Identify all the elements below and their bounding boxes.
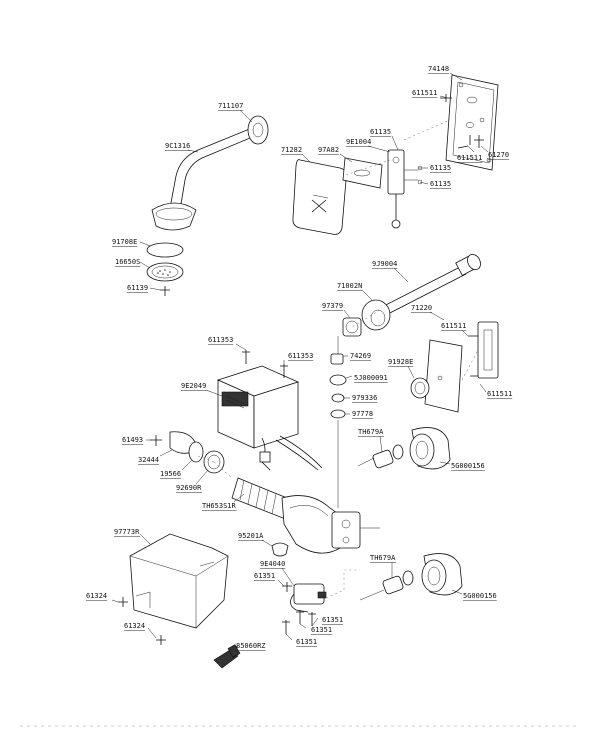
part-label: 611353 [208, 336, 233, 344]
part-label: 61135 [430, 164, 451, 172]
bracket-drawing [468, 321, 499, 379]
part-label: 74148 [428, 65, 449, 73]
part-label: 71220 [411, 304, 432, 312]
part-label: 5G000156 [451, 462, 485, 470]
part-label: 16650S [115, 258, 140, 266]
escutcheon-drawing [361, 299, 391, 331]
part-label: 91928E [388, 358, 413, 366]
part-label: 9E1004 [346, 138, 371, 146]
part-label: 61493 [122, 436, 143, 444]
part-label: 61351 [322, 616, 343, 624]
clip-drawing [271, 542, 289, 557]
part-label: 9C1316 [165, 142, 190, 150]
cover-screws-drawing [118, 597, 166, 645]
part-label: 19566 [160, 470, 181, 478]
cover-box-drawing [129, 533, 229, 629]
part-label: TH679A [370, 554, 396, 562]
box-screws-drawing [242, 350, 288, 378]
part-label: 97773R [114, 528, 140, 536]
pipe-drawing [379, 253, 481, 317]
part-label: 611511 [487, 390, 512, 398]
part-label: 61135 [430, 180, 451, 188]
part-label: 611353 [288, 352, 313, 360]
key-drawing [213, 644, 241, 669]
valve-plate-drawing [410, 339, 463, 413]
part-label: 61351 [311, 626, 332, 634]
part-label: 95201A [238, 532, 264, 540]
part-label: 91708E [112, 238, 137, 246]
part-label: 979336 [352, 394, 377, 402]
assembly-lines-drawing [197, 119, 479, 479]
valve-assembly-drawing [387, 149, 423, 229]
sensor-block-drawing [290, 569, 360, 613]
part-label: 97379 [322, 302, 343, 310]
part-label: 61351 [296, 638, 317, 646]
part-label: 92690R [176, 484, 202, 492]
part-label: 61324 [86, 592, 107, 600]
part-label: 9E2049 [181, 382, 206, 390]
part-label: 97778 [352, 410, 373, 418]
part-label: 711107 [218, 102, 243, 110]
part-label: TH653S1R [202, 502, 237, 510]
part-label: 71282 [281, 146, 302, 154]
part-label: 61270 [488, 151, 509, 159]
part-label: 85060RZ [236, 642, 266, 650]
part-label: 71002N [337, 282, 362, 290]
part-label: 32444 [138, 456, 159, 464]
nut-drawing [342, 317, 362, 337]
part-label: 74269 [350, 352, 371, 360]
callout-labels: 74148 611511 711107 9C1316 61135 71282 9… [86, 65, 513, 651]
screws-top-drawing [440, 94, 484, 149]
gasket-drawing [342, 157, 383, 189]
cover-plate-drawing [292, 159, 347, 235]
fittings-drawing [329, 336, 347, 508]
part-label: 611511 [441, 322, 466, 330]
check-valve-lower-drawing [359, 553, 463, 601]
part-label: TH679A [358, 428, 384, 436]
solenoid-valve-drawing [231, 477, 380, 554]
part-label: 5J000091 [354, 374, 388, 382]
block-screws-drawing [282, 582, 316, 634]
wall-plate-drawing [445, 74, 499, 171]
control-box-drawing [216, 365, 323, 471]
part-label: 61324 [124, 622, 145, 630]
sensor-parts-drawing [150, 431, 225, 474]
part-label: 9E4040 [260, 560, 285, 568]
part-label: 61351 [254, 572, 275, 580]
check-valve-upper-drawing [357, 427, 451, 470]
part-label: 611511 [412, 89, 437, 97]
showerhead-parts-drawing [146, 242, 184, 296]
shower-arm-drawing [151, 115, 269, 231]
part-label: 61139 [127, 284, 148, 292]
part-label: 611511 [457, 154, 482, 162]
part-label: 9J9004 [372, 260, 397, 268]
part-label: 97A82 [318, 146, 339, 154]
part-label: 61135 [370, 128, 391, 136]
part-label: 5G000156 [463, 592, 497, 600]
